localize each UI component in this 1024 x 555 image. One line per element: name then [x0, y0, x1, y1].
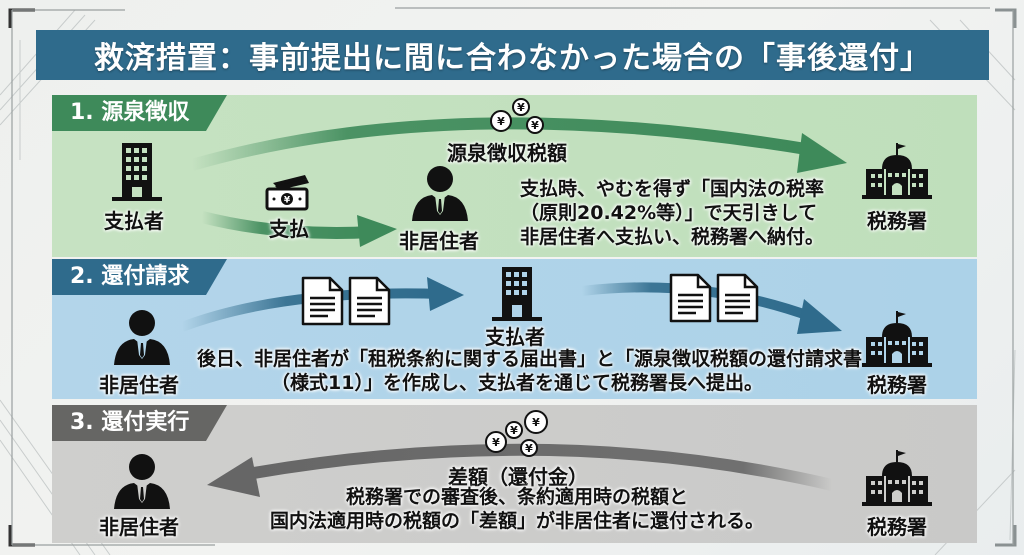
- documents-icon: [301, 276, 391, 326]
- government-building-icon: [862, 143, 932, 199]
- nonresident-label: 非居住者: [99, 373, 179, 397]
- government-building-icon: [862, 450, 932, 506]
- page-title: 救済措置：事前提出に間に合わなかった場合の「事後還付」: [94, 41, 931, 76]
- svg-text:¥: ¥: [284, 196, 291, 206]
- step-1-panel: 1. 源泉徴収 支払者 ¥ 支払: [52, 95, 977, 257]
- svg-text:¥: ¥: [517, 101, 525, 114]
- step-3-arrows: [207, 443, 834, 497]
- step-2-badge: 2. 還付請求: [52, 259, 227, 295]
- title-banner: 救済措置：事前提出に間に合わなかった場合の「事後還付」: [36, 30, 989, 80]
- government-building-icon: [862, 311, 932, 367]
- payer-label: 支払者: [104, 209, 164, 233]
- step-1-description-line: 非居住者へ支払い、税務署へ納付。: [520, 226, 825, 248]
- withholding-tax-label: 源泉徴収税額: [447, 141, 567, 165]
- office-building-icon: [492, 267, 542, 321]
- step-3-panel: 3. 還付実行 ¥ ¥ ¥ ¥ 差額（還付金） 非居住者 税務署での審査後、条約適用時…: [52, 405, 977, 543]
- payer-label: 支払者: [485, 325, 545, 349]
- office-building-icon: [112, 143, 162, 201]
- payment-arrowhead: [357, 215, 397, 247]
- tax-office-label: 税務署: [867, 373, 927, 397]
- step-1-description: 支払時、やむを得ず「国内法の税率 （原則20.42%等）」で天引きして 非居住者…: [520, 177, 824, 249]
- request-arrowhead-1: [427, 277, 464, 311]
- step-2-description-line: （様式11）」を作成し、支払者を通じて税務署長へ提出。: [271, 372, 763, 394]
- svg-text:¥: ¥: [492, 436, 500, 449]
- nonresident-label: 非居住者: [99, 515, 179, 539]
- tax-office-label: 税務署: [867, 209, 927, 233]
- svg-text:¥: ¥: [531, 119, 539, 132]
- step-3-description-line: 国内法適用時の税額の「差額」が非居住者に還付される。: [269, 510, 764, 532]
- svg-text:¥: ¥: [532, 416, 540, 429]
- step-2-description: 後日、非居住者が「租税条約に関する届出書」と「源泉徴収税額の還付請求書 （様式1…: [197, 347, 863, 395]
- person-icon: [412, 166, 468, 221]
- yen-coins-icon: ¥ ¥ ¥ ¥: [485, 410, 548, 457]
- refund-flow-arrow: [240, 443, 834, 491]
- refund-amount-label: 差額（還付金）: [448, 465, 588, 489]
- tax-office-label: 税務署: [867, 515, 927, 539]
- request-flow-arrow-1: [180, 288, 443, 332]
- documents-icon: [669, 273, 759, 323]
- banknote-icon: ¥: [265, 175, 309, 211]
- svg-text:¥: ¥: [525, 442, 533, 455]
- step-1-description-line: 支払時、やむを得ず「国内法の税率: [520, 178, 825, 200]
- request-arrowhead-2: [797, 299, 842, 334]
- step-2-panel: 2. 還付請求: [52, 259, 977, 399]
- step-1-description-line: （原則20.42%等）」で天引きして: [520, 202, 818, 224]
- nonresident-label: 非居住者: [399, 229, 479, 253]
- withholding-arrowhead: [797, 133, 847, 173]
- step-3-description-line: 税務署での審査後、条約適用時の税額と: [345, 486, 688, 508]
- person-icon: [114, 310, 170, 365]
- person-icon: [114, 454, 170, 509]
- refund-arrowhead: [207, 457, 260, 497]
- payment-flow-arrow: [200, 211, 373, 239]
- svg-text:¥: ¥: [510, 424, 518, 437]
- withholding-flow-arrow: [190, 117, 813, 171]
- yen-coins-icon: ¥ ¥ ¥: [490, 98, 544, 134]
- step-2-description-line: 後日、非居住者が「租税条約に関する届出書」と「源泉徴収税額の還付請求書: [197, 348, 863, 370]
- step-1-badge: 1. 源泉徴収: [52, 95, 227, 131]
- step-3-badge: 3. 還付実行: [52, 405, 227, 441]
- payment-label: 支払: [269, 217, 309, 241]
- step-3-description: 税務署での審査後、条約適用時の税額と 国内法適用時の税額の「差額」が非居住者に還…: [267, 485, 767, 533]
- step-1-arrows: [190, 117, 847, 247]
- svg-text:¥: ¥: [497, 115, 505, 128]
